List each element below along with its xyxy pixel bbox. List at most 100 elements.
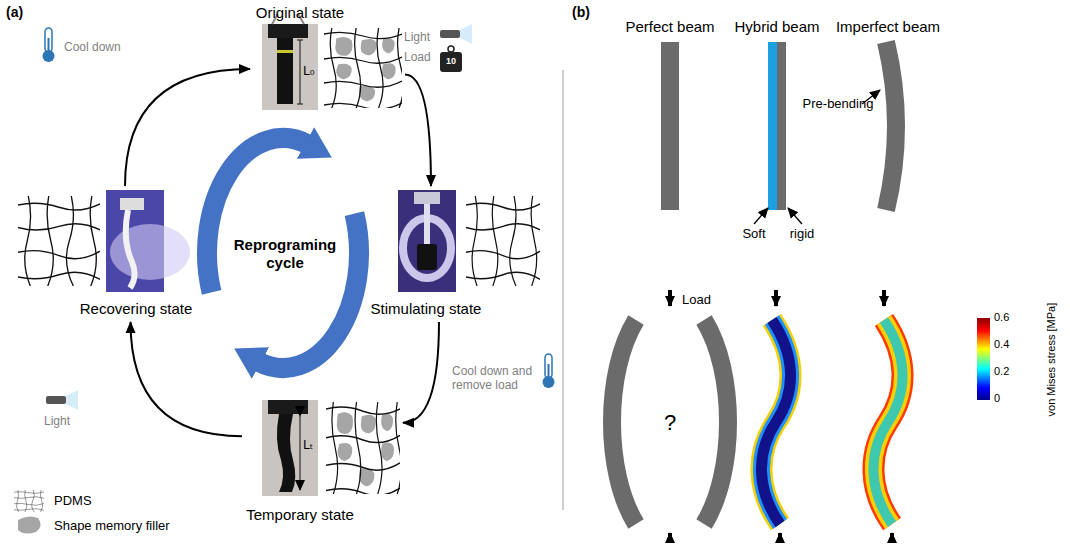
callout-text: Pre-bending <box>803 96 874 112</box>
colorbar-tick: 0.4 <box>994 338 1009 351</box>
photo-temporary <box>262 400 318 496</box>
network-plain <box>18 196 100 286</box>
hybrid-beam-stress <box>761 320 790 524</box>
network-with-filler <box>326 402 401 495</box>
thermometer-icon <box>543 354 555 388</box>
beam-title: Imperfect beam <box>836 18 940 36</box>
state-panel: Original state <box>250 3 405 113</box>
stress-core <box>873 320 902 524</box>
binder-clip <box>268 24 308 38</box>
flashlight-body <box>46 396 66 404</box>
length-label: Lₜ <box>303 438 313 452</box>
leader-arrow <box>788 208 802 224</box>
layer-label: Soft <box>742 226 765 242</box>
legend-filler-icon <box>18 516 41 533</box>
cycle-step-arrow <box>405 75 431 187</box>
load-label: Load <box>682 292 711 308</box>
stimulus-label: Light <box>44 414 70 428</box>
flashlight-icon <box>46 390 78 410</box>
process-note: Cool down and remove load <box>452 364 538 393</box>
sample-strip <box>277 38 293 104</box>
state-title: Stimulating state <box>371 300 482 318</box>
weight-value: 10 <box>446 56 456 67</box>
load-arrow <box>774 290 778 306</box>
color-bar <box>977 318 990 400</box>
thermometer-icon <box>43 28 55 62</box>
length-mark <box>297 40 303 104</box>
sample-band <box>277 50 293 53</box>
colorbar-title: von Mises stress [MPa] <box>1045 303 1058 417</box>
photo-recovering <box>106 190 190 292</box>
colorbar-tick: 0.2 <box>994 365 1009 378</box>
network-stretched <box>466 196 540 286</box>
perfect-beam <box>661 42 679 210</box>
binder-clip <box>268 400 308 414</box>
state-panel: Temporary state <box>242 396 403 530</box>
flashlight-icon <box>440 24 472 44</box>
load-arrow <box>668 290 672 306</box>
length-label: L₀ <box>303 64 315 78</box>
stress-mid <box>761 320 790 524</box>
thermometer-fill <box>548 364 550 380</box>
cycle-label: Reprograming cycle <box>230 236 340 272</box>
load-arrow <box>668 533 672 543</box>
load-arrow <box>890 533 894 543</box>
photo-ground <box>262 24 318 110</box>
soft-layer <box>768 42 777 210</box>
legend-text: Shape memory filler <box>54 518 170 533</box>
unknown-mark: ? <box>664 410 676 436</box>
photo-ground <box>398 190 456 292</box>
cycle-step-arrow <box>131 322 242 436</box>
panel-label: (a) <box>6 4 23 21</box>
photo-ground <box>262 400 318 496</box>
stimulus-label: Light <box>404 30 430 44</box>
binder-clip <box>414 192 440 204</box>
buckled-beam <box>612 320 636 524</box>
flashlight-body <box>440 30 460 38</box>
beam-title: Hybrid beam <box>734 18 819 36</box>
process-note: Cool down <box>64 40 121 54</box>
panel-separator <box>562 70 564 510</box>
leader-arrow <box>754 208 768 224</box>
weight-icon <box>440 46 462 72</box>
rigid-layer <box>777 42 786 210</box>
legend-network-icon <box>14 490 44 512</box>
sample-strip <box>126 210 135 288</box>
layer-label: rigid <box>790 226 815 242</box>
state-title: Original state <box>256 4 344 22</box>
colorbar-tick: 0 <box>994 392 1000 405</box>
network-with-filler <box>324 28 404 109</box>
stress-edge <box>873 320 902 524</box>
weight <box>417 244 437 270</box>
light-beam <box>460 24 472 44</box>
sample-strip <box>424 204 430 244</box>
load-arrow <box>882 290 886 306</box>
beam-title: Perfect beam <box>625 18 714 36</box>
load-arrows <box>670 290 892 543</box>
state-panel: Recovering state <box>14 186 199 322</box>
cycle-step-arrow <box>403 322 439 423</box>
weight-hook <box>448 46 454 52</box>
weight-body <box>440 52 462 72</box>
colorbar-tick: 0.6 <box>994 311 1009 324</box>
buckled-beam <box>704 320 728 524</box>
legend-text: PDMS <box>54 493 92 508</box>
stress-core <box>761 320 790 524</box>
state-panel: Stimulating state <box>366 186 544 322</box>
light-glow <box>110 224 190 280</box>
length-mark <box>300 416 301 490</box>
stress-edge <box>761 320 790 524</box>
sample-strip <box>277 414 295 492</box>
photo-original <box>262 14 318 110</box>
imperfect-beam <box>886 42 896 210</box>
imperfect-beam-stress <box>873 320 902 524</box>
light-beam <box>66 390 78 410</box>
state-title: Recovering state <box>80 300 193 318</box>
stimulus-label: Load <box>404 50 431 64</box>
photo-stimulating <box>398 190 456 292</box>
state-title: Temporary state <box>246 506 354 524</box>
